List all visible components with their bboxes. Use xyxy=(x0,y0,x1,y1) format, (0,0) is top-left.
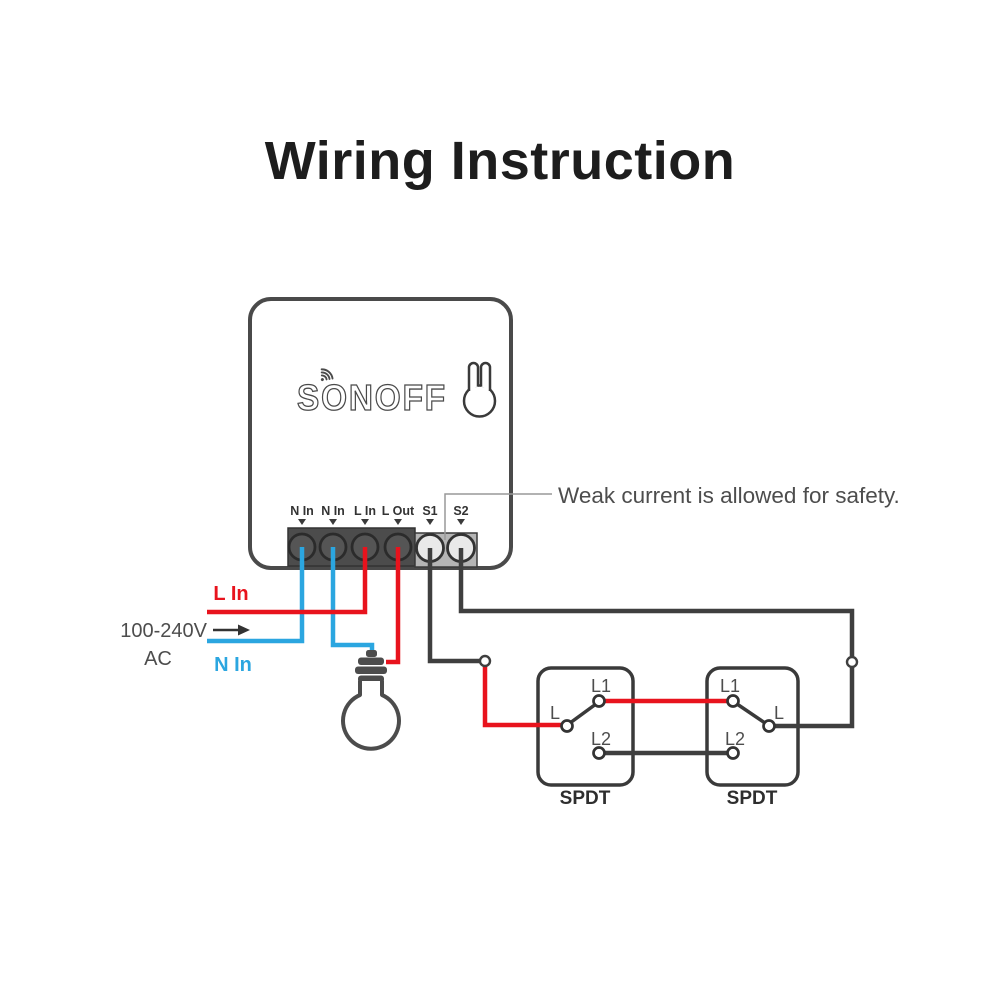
terminal-labels: N In N In L In L Out S1 S2 xyxy=(290,504,468,518)
switch-terminal-label-l: L xyxy=(774,703,784,723)
terminal-pointer-icon xyxy=(394,519,402,525)
annotation-leader-line xyxy=(444,493,552,540)
flow-arrow-icon xyxy=(213,624,250,636)
terminal-label: N In xyxy=(321,504,345,518)
switch-lever xyxy=(568,702,598,725)
bulb-cap-ridge xyxy=(355,666,387,674)
switch-terminal-l xyxy=(560,719,574,733)
switch-terminal-label-l1: L1 xyxy=(720,676,740,696)
junction-node xyxy=(478,654,492,668)
source-neutral-label: N In xyxy=(214,654,252,676)
bulb-glass xyxy=(341,681,401,751)
switch-terminal-l2 xyxy=(726,746,740,760)
switch-terminal-label-l: L xyxy=(550,703,560,723)
bulb-cap-nub xyxy=(366,650,377,657)
switch-terminal-l2 xyxy=(592,746,606,760)
terminal-pointer-icon xyxy=(457,519,465,525)
terminal-pointer-icons xyxy=(298,519,465,525)
live-wire-lamp xyxy=(386,547,401,665)
terminal-pointer-icon xyxy=(298,519,306,525)
terminal-pointer-icon xyxy=(426,519,434,525)
switch-terminal-l1 xyxy=(592,694,606,708)
neutral-wire-source xyxy=(207,547,305,644)
s2-wire xyxy=(458,548,855,729)
switch-terminal-label-l2: L2 xyxy=(591,729,611,749)
switch-lever xyxy=(735,702,767,725)
terminal-pointer-icon xyxy=(329,519,337,525)
terminal-label: N In xyxy=(290,504,314,518)
spdt-switch-1: L1 L L2 SPDT xyxy=(550,676,611,809)
switch-terminal-label-l2: L2 xyxy=(725,729,745,749)
smart-switch-device: SONOFF N In N In L In L Out S1 xyxy=(248,297,513,570)
junction-node xyxy=(845,655,859,669)
terminal-label: S2 xyxy=(453,504,468,518)
switch-terminal-block xyxy=(414,532,478,568)
signal-wires xyxy=(427,548,855,756)
terminal-pointer-icon xyxy=(361,519,369,525)
input-terminal-block xyxy=(287,527,416,567)
switch-terminal-label-l1: L1 xyxy=(591,676,611,696)
live-wire-source xyxy=(207,547,368,615)
source-ac-label: AC xyxy=(144,648,172,670)
terminal-label: L In xyxy=(354,504,376,518)
sonoff-logo: SONOFF xyxy=(297,377,447,418)
page-title: Wiring Instruction xyxy=(264,131,736,191)
terminal-label: L Out xyxy=(382,504,415,518)
source-live-label: L In xyxy=(213,583,248,605)
annotation-weak-current: Weak current is allowed for safety. xyxy=(558,483,900,508)
terminal-label: S1 xyxy=(422,504,437,518)
power-source-labels: L In 100-240V AC N In xyxy=(120,583,252,676)
source-voltage-label: 100-240V xyxy=(120,620,207,642)
switch-name-label: SPDT xyxy=(560,788,611,809)
switch-terminal-l1 xyxy=(726,694,740,708)
s1-wire xyxy=(427,548,483,664)
switch-name-label: SPDT xyxy=(727,788,778,809)
switch-terminal-l xyxy=(762,719,776,733)
s1-switch-link-wire xyxy=(482,660,567,728)
wifi-icon xyxy=(320,368,334,382)
pairing-button-icon xyxy=(462,361,497,418)
light-bulb-icon xyxy=(341,650,401,751)
spdt-switch-2: L1 L L2 SPDT xyxy=(720,676,784,809)
bulb-cap-ridge xyxy=(358,657,384,665)
live-wires xyxy=(207,547,733,728)
